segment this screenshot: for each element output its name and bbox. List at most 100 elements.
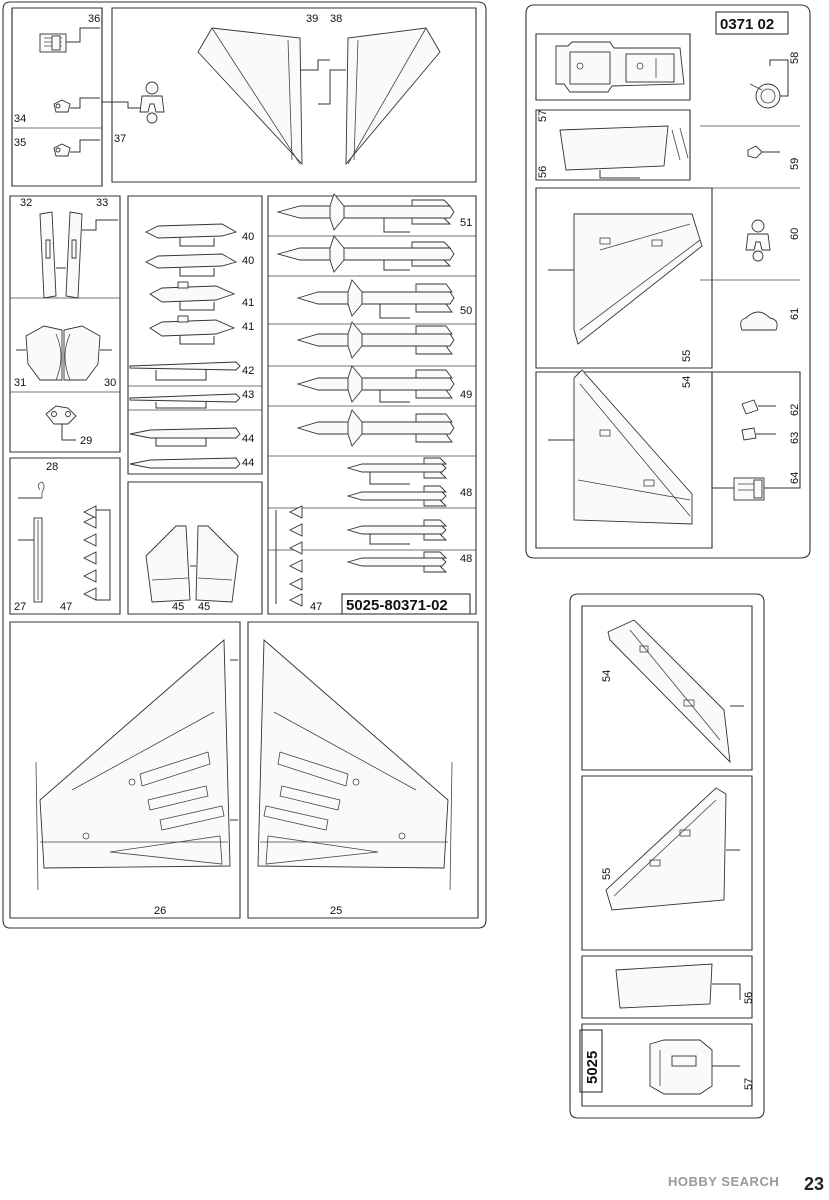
label-47a: 47 (60, 601, 72, 613)
label-36: 36 (88, 13, 100, 25)
frame-cell-s57 (581, 1023, 753, 1107)
part-34-small (53, 97, 100, 113)
part-44a-pylon (129, 427, 241, 447)
frame-cell-s55 (581, 775, 753, 951)
frame-cell-38-39 (111, 7, 477, 183)
sprue-code-labels: 5025-80371-02 0371 02 5025 (341, 16, 774, 1084)
part-55-tail-fin (548, 213, 703, 345)
part-31-intake (16, 325, 63, 381)
part-48d-missile (346, 551, 448, 573)
part-58-dial (749, 59, 789, 109)
lower-right-sprue-code: 5025 (584, 1051, 601, 1084)
label-44b: 44 (242, 457, 254, 469)
part-61-canopy-part (740, 311, 778, 331)
part-39-tail-fin (197, 27, 330, 166)
label-41a: 41 (242, 297, 254, 309)
frame-cell-26 (9, 621, 241, 919)
part-40a-pylon (144, 223, 238, 247)
label-47b: 47 (310, 601, 322, 613)
part-47a-fins (82, 505, 111, 601)
part-62-small (741, 399, 776, 415)
label-25: 25 (330, 905, 342, 917)
main-sprue (2, 1, 487, 929)
label-s55: 55 (601, 868, 613, 880)
footer: HOBBY SEARCH 23 (668, 1172, 828, 1198)
frame-cell-25 (247, 621, 479, 919)
label-35: 35 (14, 137, 26, 149)
label-45a: 45 (172, 601, 184, 613)
lower-right-code-box (579, 1029, 603, 1093)
label-30: 30 (104, 377, 116, 389)
hobby-search-watermark: HOBBY SEARCH (668, 1174, 780, 1189)
frame-cell-62-64 (711, 371, 801, 489)
part-50b-missile (296, 321, 455, 359)
part-40b-pylon (144, 253, 238, 277)
label-r61: 61 (789, 308, 801, 320)
label-s57: 57 (743, 1078, 755, 1090)
frame-cell-30-33 (9, 195, 121, 453)
label-41b: 41 (242, 321, 254, 333)
part-29-bracket (45, 405, 77, 441)
part-25-wing (257, 639, 453, 891)
frame-cell-40-44 (127, 195, 263, 475)
part-49-missile (296, 365, 455, 403)
part-48a-missile (346, 457, 448, 485)
upper-right-code-box (715, 11, 789, 35)
frame-cell-56 (535, 109, 691, 181)
label-51: 51 (460, 217, 472, 229)
part-44b-pylon (129, 457, 241, 469)
part-48c-missile (346, 519, 448, 545)
part-48b-missile (346, 485, 448, 507)
part-59-small (747, 145, 780, 159)
part-s54-tail-fin (607, 619, 744, 764)
part-47b-fins (275, 505, 303, 607)
label-40b: 40 (242, 255, 254, 267)
part-64-seat (733, 477, 765, 501)
part-35-small (53, 139, 100, 157)
lower-right-sprue-frame (569, 593, 765, 1119)
part-50-missile (296, 279, 455, 319)
part-45a-flap (145, 525, 196, 603)
label-38: 38 (330, 13, 342, 25)
part-number-labels: 36 39 38 34 35 37 32 33 31 30 29 40 40 4… (14, 13, 801, 1090)
label-r54: 54 (681, 376, 693, 388)
label-31: 31 (14, 377, 26, 389)
label-s54: 54 (601, 670, 613, 682)
label-33: 33 (96, 197, 108, 209)
label-r62: 62 (789, 404, 801, 416)
part-56-cockpit-coaming (559, 125, 689, 179)
main-sprue-code: 5025-80371-02 (346, 597, 448, 614)
part-26-wing (35, 639, 238, 891)
frame-cell-s54 (581, 605, 753, 771)
part-54-tail-fin (548, 369, 693, 525)
upper-right-sprue-code: 0371 02 (720, 16, 774, 33)
label-32: 32 (20, 197, 32, 209)
label-29: 29 (80, 435, 92, 447)
frame-cell-27-28 (9, 457, 121, 615)
label-48a: 48 (460, 487, 472, 499)
part-51a-missile (276, 193, 455, 233)
label-r55: 55 (681, 350, 693, 362)
label-r63: 63 (789, 432, 801, 444)
part-63-small (741, 427, 776, 441)
page-number: 23 (803, 1174, 824, 1194)
part-s55-tail-fin (605, 787, 740, 911)
part-30-intake (63, 325, 112, 381)
part-43-rail (129, 393, 241, 409)
label-44a: 44 (242, 433, 254, 445)
label-48b: 48 (460, 553, 472, 565)
upper-right-sprue (525, 4, 811, 559)
part-60-pilot (745, 219, 771, 262)
part-37-pilot (102, 81, 165, 124)
frame-cell-54 (535, 371, 713, 549)
frame-cell-37 (11, 7, 103, 187)
part-28-hook (18, 481, 45, 499)
part-41b-launcher (149, 315, 236, 345)
label-28: 28 (46, 461, 58, 473)
main-sprue-outer-frame (2, 1, 487, 929)
label-s56: 56 (743, 992, 755, 1004)
part-41a-launcher (149, 281, 236, 311)
label-r60: 60 (789, 228, 801, 240)
part-27-strut (18, 517, 43, 603)
